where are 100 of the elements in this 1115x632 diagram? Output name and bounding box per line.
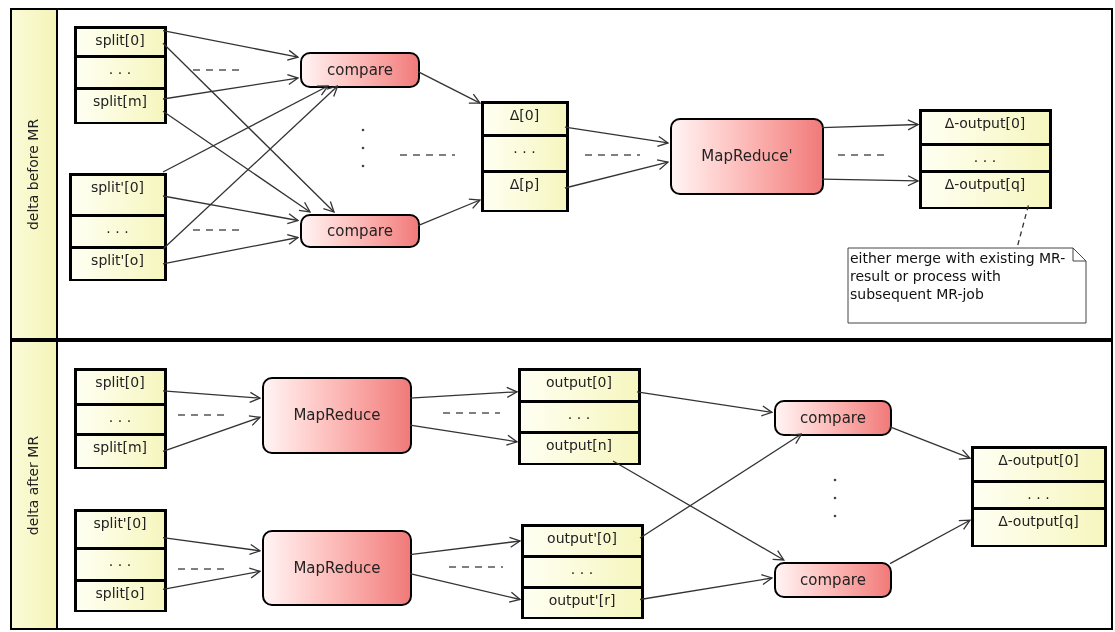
- arrow: [417, 198, 481, 227]
- arrow: [162, 536, 261, 556]
- list-cell: [973, 507, 1104, 545]
- process-label: MapReduce: [293, 557, 381, 579]
- data-list-box: [73, 508, 167, 612]
- cell-label: . . .: [108, 60, 132, 79]
- cell-label: output'[r]: [548, 591, 616, 610]
- list-cell: [520, 431, 638, 463]
- arrow: [162, 415, 261, 453]
- leader-line: [1017, 204, 1030, 246]
- list-cell: [76, 28, 164, 57]
- data-list-box: [68, 172, 167, 281]
- list-cell: [76, 547, 164, 579]
- list-cell: [76, 87, 164, 122]
- cell-label: . . .: [106, 219, 129, 238]
- arrow: [564, 126, 669, 148]
- cell-label: . . .: [973, 148, 997, 167]
- arrow: [162, 85, 329, 173]
- arrow: [162, 233, 299, 265]
- cell-label: Δ-output[0]: [998, 450, 1079, 470]
- cell-label: split[m]: [93, 92, 147, 111]
- cell-label: Δ-output[0]: [944, 113, 1026, 133]
- process-box: [774, 562, 892, 598]
- arrow: [409, 386, 518, 399]
- arrow: [889, 426, 971, 460]
- list-cell: [921, 170, 1049, 207]
- cell-label: split[0]: [95, 372, 145, 392]
- lane-title: delta before MR: [24, 118, 43, 230]
- data-list-box: [970, 445, 1107, 547]
- list-cell: [520, 370, 638, 402]
- arrow: [162, 42, 335, 213]
- cell-label: split[0]: [95, 30, 145, 50]
- arrow: [821, 119, 919, 131]
- arrow: [162, 567, 261, 591]
- list-cell: [76, 370, 164, 405]
- cell-label: . . .: [567, 405, 591, 424]
- data-list-box: [918, 108, 1052, 209]
- arrow: [162, 195, 299, 225]
- arrow: [162, 390, 261, 403]
- process-label: MapReduce': [701, 146, 793, 168]
- cell-label: output[n]: [546, 436, 612, 455]
- process-box: [262, 530, 412, 606]
- process-label: MapReduce: [293, 405, 381, 427]
- list-cell: [76, 511, 164, 549]
- cell-label: Δ-output[q]: [998, 512, 1079, 531]
- arrow: [821, 175, 919, 187]
- list-cell: [483, 134, 566, 170]
- list-cell: [973, 480, 1104, 507]
- cell-label: split'[0]: [93, 513, 147, 533]
- arrow: [409, 536, 521, 556]
- list-cell: [973, 448, 1104, 482]
- cell-label: split[m]: [93, 438, 147, 457]
- lane-title: delta after MR: [24, 435, 43, 535]
- list-cell: [921, 111, 1049, 145]
- process-label: compare: [327, 59, 393, 81]
- arrow: [409, 572, 521, 603]
- arrow: [612, 460, 785, 561]
- list-cell: [76, 579, 164, 610]
- cell-label: split'[o]: [91, 251, 144, 270]
- cell-label: Δ[0]: [509, 105, 540, 125]
- cell-label: split[o]: [95, 584, 145, 603]
- note: [847, 247, 1087, 324]
- list-cell: [76, 55, 164, 87]
- process-box: [670, 118, 824, 195]
- arrow: [162, 110, 311, 213]
- swimlane: [10, 340, 1113, 630]
- cell-label: . . .: [108, 408, 132, 427]
- list-cell: [523, 555, 641, 586]
- data-list-box: [480, 100, 569, 212]
- list-cell: [76, 433, 164, 467]
- list-cell: [523, 526, 641, 557]
- list-cell: [523, 586, 641, 617]
- cell-label: output[0]: [546, 372, 612, 392]
- arrow: [417, 70, 481, 104]
- process-box: [300, 214, 420, 248]
- arrow: [889, 519, 971, 565]
- arrow: [639, 574, 773, 601]
- cell-label: . . .: [108, 552, 132, 571]
- list-cell: [71, 175, 164, 216]
- list-cell: [520, 400, 638, 431]
- cell-label: output'[0]: [547, 528, 617, 548]
- cell-label: . . .: [1027, 485, 1050, 504]
- data-list-box: [73, 367, 167, 469]
- cell-label: Δ[p]: [509, 175, 540, 194]
- process-box: [774, 400, 892, 436]
- process-box: [300, 52, 420, 88]
- data-list-box: [73, 25, 167, 124]
- arrow: [162, 29, 299, 61]
- data-list-box: [520, 523, 644, 619]
- list-cell: [76, 403, 164, 433]
- arrow: [639, 433, 803, 539]
- cell-label: . . .: [570, 560, 594, 579]
- data-list-box: [517, 367, 641, 465]
- list-cell: [921, 143, 1049, 170]
- list-cell: [71, 246, 164, 279]
- arrow: [636, 391, 773, 417]
- process-label: compare: [800, 569, 866, 591]
- process-label: compare: [800, 407, 866, 429]
- note-text: either merge with existing MR-result or process with subsequent MR-job: [850, 249, 1067, 303]
- process-box: [262, 377, 412, 454]
